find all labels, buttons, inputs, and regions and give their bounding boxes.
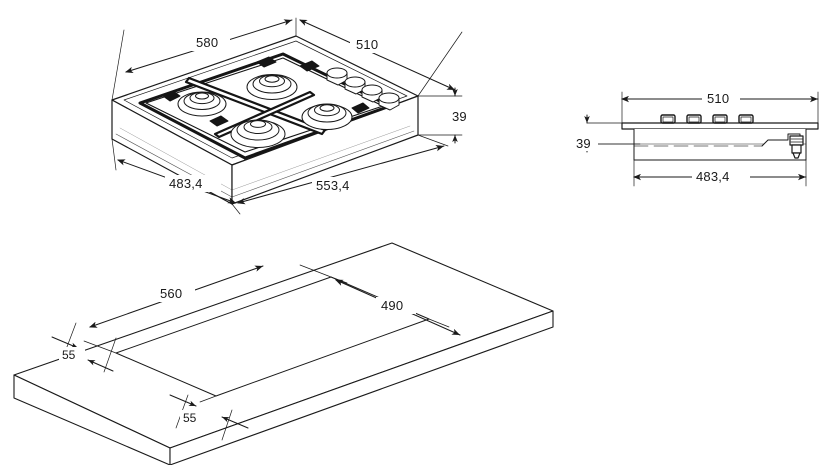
dim-label-iso-510: 510: [356, 37, 378, 52]
view-isometric-hob: 580 510 39 483,4 553,4: [111, 17, 472, 215]
hob-burner-rear-left: [177, 91, 227, 117]
side-gas-connector: [761, 133, 804, 159]
dim-label-cutout-55-rear: 55: [62, 348, 76, 362]
cutout-dimension-labels: 560 490 55 55: [59, 285, 416, 426]
dim-label-iso-483-4: 483,4: [169, 176, 203, 191]
hob-burner-front-left: [230, 119, 286, 148]
side-top-plate: [621, 122, 819, 130]
dim-label-cutout-560: 560: [160, 286, 182, 301]
dim-label-cutout-490: 490: [381, 298, 403, 313]
dim-label-side-39: 39: [576, 136, 591, 151]
dim-label-iso-580: 580: [196, 35, 218, 50]
view-worktop-cutout: 560 490 55 55: [13, 242, 554, 465]
dim-label-side-510: 510: [707, 91, 729, 106]
view-side-elevation: 510 39 483,4: [574, 90, 819, 187]
side-dimension-labels: 510 39 483,4: [574, 90, 750, 185]
dim-iso-39: [417, 87, 463, 144]
dim-label-iso-553-4: 553,4: [316, 178, 350, 193]
hob-burner-front-right: [301, 103, 353, 130]
side-control-knobs: [660, 114, 754, 124]
dim-label-cutout-55-front: 55: [183, 411, 197, 425]
hob-burner-rear-right: [246, 74, 298, 100]
knob-4: [378, 92, 400, 111]
dim-label-side-483-4: 483,4: [696, 169, 730, 184]
dim-label-iso-39: 39: [452, 109, 467, 124]
iso-dimension-labels: 580 510 39 483,4 553,4: [165, 34, 472, 194]
dim-iso-510: [299, 19, 456, 91]
dim-iso-553-4: [237, 134, 449, 205]
